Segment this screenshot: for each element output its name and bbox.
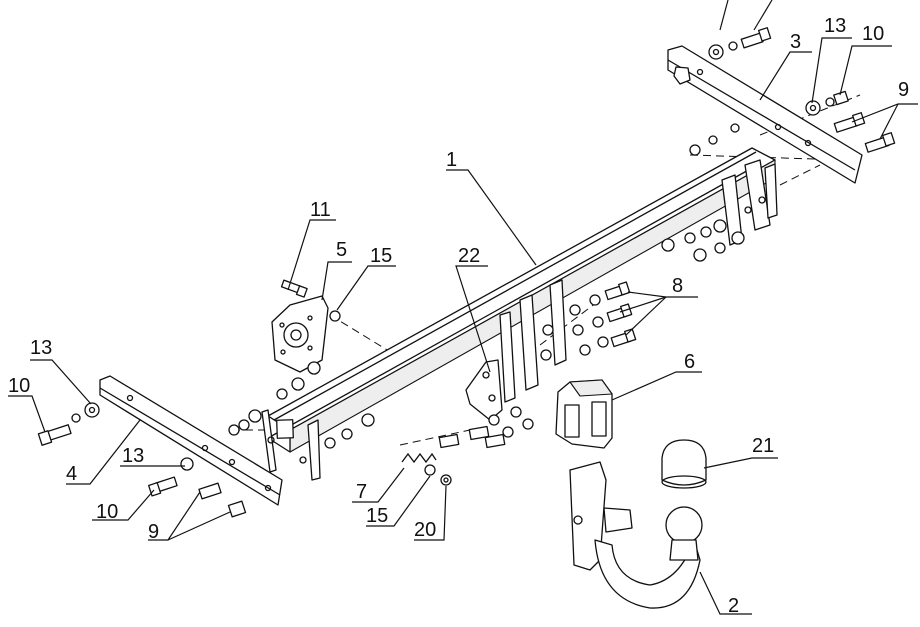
label-frame: 1: [446, 149, 457, 171]
callout-labels: 1 2 3 4 5 6 7 8 9 9 10 10 10 11 13 13 13…: [8, 15, 909, 617]
label-nut-20: 20: [414, 519, 436, 541]
socket-plate: [271, 279, 341, 400]
label-washer-13-left-bottom: 13: [122, 445, 144, 467]
main-frame: [261, 147, 778, 481]
bolts-8: [604, 281, 637, 348]
label-bolts-8: 8: [672, 275, 683, 297]
label-washer-15-top: 15: [370, 245, 392, 267]
label-socket-plate: 5: [336, 239, 347, 261]
spring-assembly: [401, 452, 452, 486]
lock-housing: [555, 379, 613, 449]
leader-lines: [8, 0, 918, 615]
right-plate-hardware: [689, 27, 896, 156]
label-bolt-10-left-top: 10: [8, 375, 30, 397]
right-bracket-plate: [667, 45, 863, 184]
label-spring: 7: [356, 481, 367, 503]
label-bolt-9-left: 9: [148, 521, 159, 543]
label-washer-13-left-top: 13: [30, 337, 52, 359]
label-left-bracket: 4: [66, 463, 77, 485]
label-right-bracket: 3: [790, 31, 801, 53]
label-lock-housing: 6: [684, 351, 695, 373]
label-bolt-10-right: 10: [862, 23, 884, 45]
ball-cover: [661, 439, 707, 489]
label-bolt-10-left-bottom: 10: [96, 501, 118, 523]
label-bracket-22: 22: [458, 245, 480, 267]
ball-neck: [569, 461, 703, 609]
label-ball-cover: 21: [752, 435, 774, 457]
bracket-22: [438, 359, 534, 449]
label-ball-neck: 2: [728, 595, 739, 617]
label-bolt-11: 11: [310, 199, 331, 221]
left-bracket-plate: [99, 375, 283, 506]
label-washer-15-bottom: 15: [366, 505, 388, 527]
label-washer-13-right: 13: [824, 15, 846, 37]
label-bolt-9-right: 9: [898, 79, 909, 101]
left-plate-hardware: [37, 402, 375, 518]
frame-hardware: [540, 219, 745, 361]
